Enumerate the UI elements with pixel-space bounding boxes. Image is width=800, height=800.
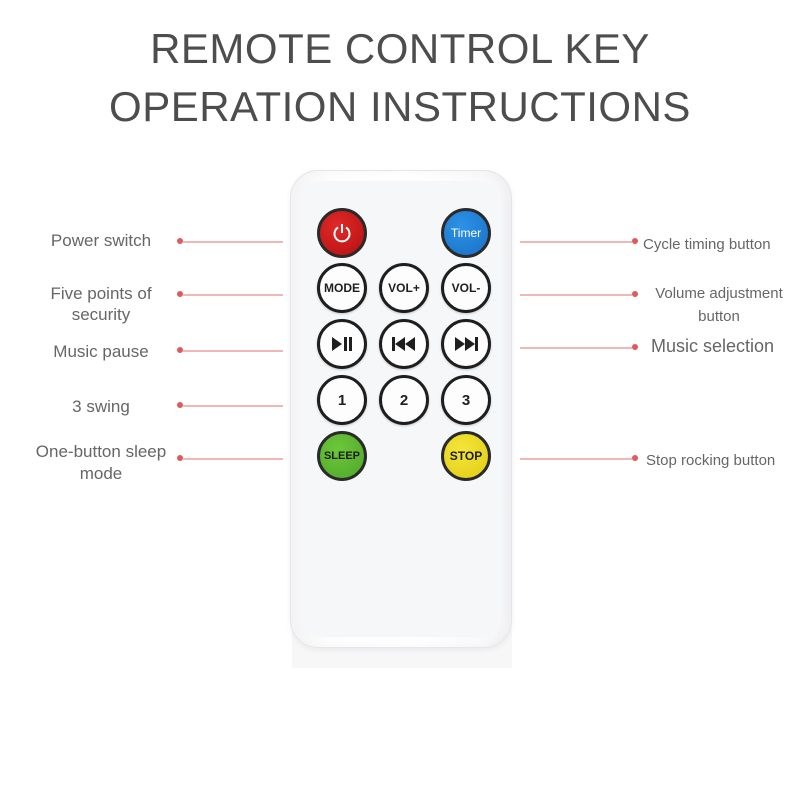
- connector-dot: [632, 291, 638, 297]
- previous-track-icon: [391, 336, 417, 352]
- vol-down-button[interactable]: VOL-: [441, 263, 491, 313]
- connector-line: [520, 347, 632, 349]
- play-pause-icon: [330, 336, 354, 352]
- connector-line: [520, 294, 632, 296]
- title-line-2: OPERATION INSTRUCTIONS: [109, 83, 691, 130]
- label-five-points-line2: security: [71, 305, 131, 324]
- connector-line: [183, 458, 283, 460]
- timer-button[interactable]: Timer: [441, 208, 491, 258]
- connector-dot: [632, 344, 638, 350]
- label-volume-line2: button: [698, 308, 740, 325]
- label-music-pause: Music pause: [53, 342, 149, 361]
- stop-button[interactable]: STOP: [441, 431, 491, 481]
- connector-line: [520, 458, 632, 460]
- number-1-button[interactable]: 1: [317, 375, 367, 425]
- connector-dot: [177, 455, 183, 461]
- mode-button[interactable]: MODE: [317, 263, 367, 313]
- sleep-button[interactable]: SLEEP: [317, 431, 367, 481]
- label-sleep-mode-line2: mode: [79, 464, 123, 483]
- label-power-switch: Power switch: [50, 231, 152, 250]
- connector-line: [183, 405, 283, 407]
- connector-dot: [177, 402, 183, 408]
- label-five-points-line1: Five points of: [50, 284, 152, 303]
- label-cycle-timing: Cycle timing button: [643, 236, 771, 253]
- label-volume-line1: Volume adjustment: [655, 285, 783, 302]
- previous-track-button[interactable]: [379, 319, 429, 369]
- number-2-button[interactable]: 2: [379, 375, 429, 425]
- next-track-button[interactable]: [441, 319, 491, 369]
- power-button[interactable]: [317, 208, 367, 258]
- number-3-button[interactable]: 3: [441, 375, 491, 425]
- title-line-1: REMOTE CONTROL KEY: [150, 25, 650, 72]
- connector-line: [183, 241, 283, 243]
- label-sleep-mode-line1: One-button sleep: [35, 442, 167, 461]
- connector-line: [520, 241, 632, 243]
- play-pause-button[interactable]: [317, 319, 367, 369]
- label-3-swing: 3 swing: [72, 397, 130, 416]
- power-icon: [330, 221, 354, 245]
- vol-up-button[interactable]: VOL+: [379, 263, 429, 313]
- connector-line: [183, 294, 283, 296]
- connector-dot: [177, 238, 183, 244]
- label-music-selection: Music selection: [651, 336, 775, 356]
- connector-dot: [632, 238, 638, 244]
- connector-line: [183, 350, 283, 352]
- label-stop-rocking: Stop rocking button: [646, 452, 776, 469]
- next-track-icon: [453, 336, 479, 352]
- connector-dot: [177, 291, 183, 297]
- connector-dot: [632, 455, 638, 461]
- connector-dot: [177, 347, 183, 353]
